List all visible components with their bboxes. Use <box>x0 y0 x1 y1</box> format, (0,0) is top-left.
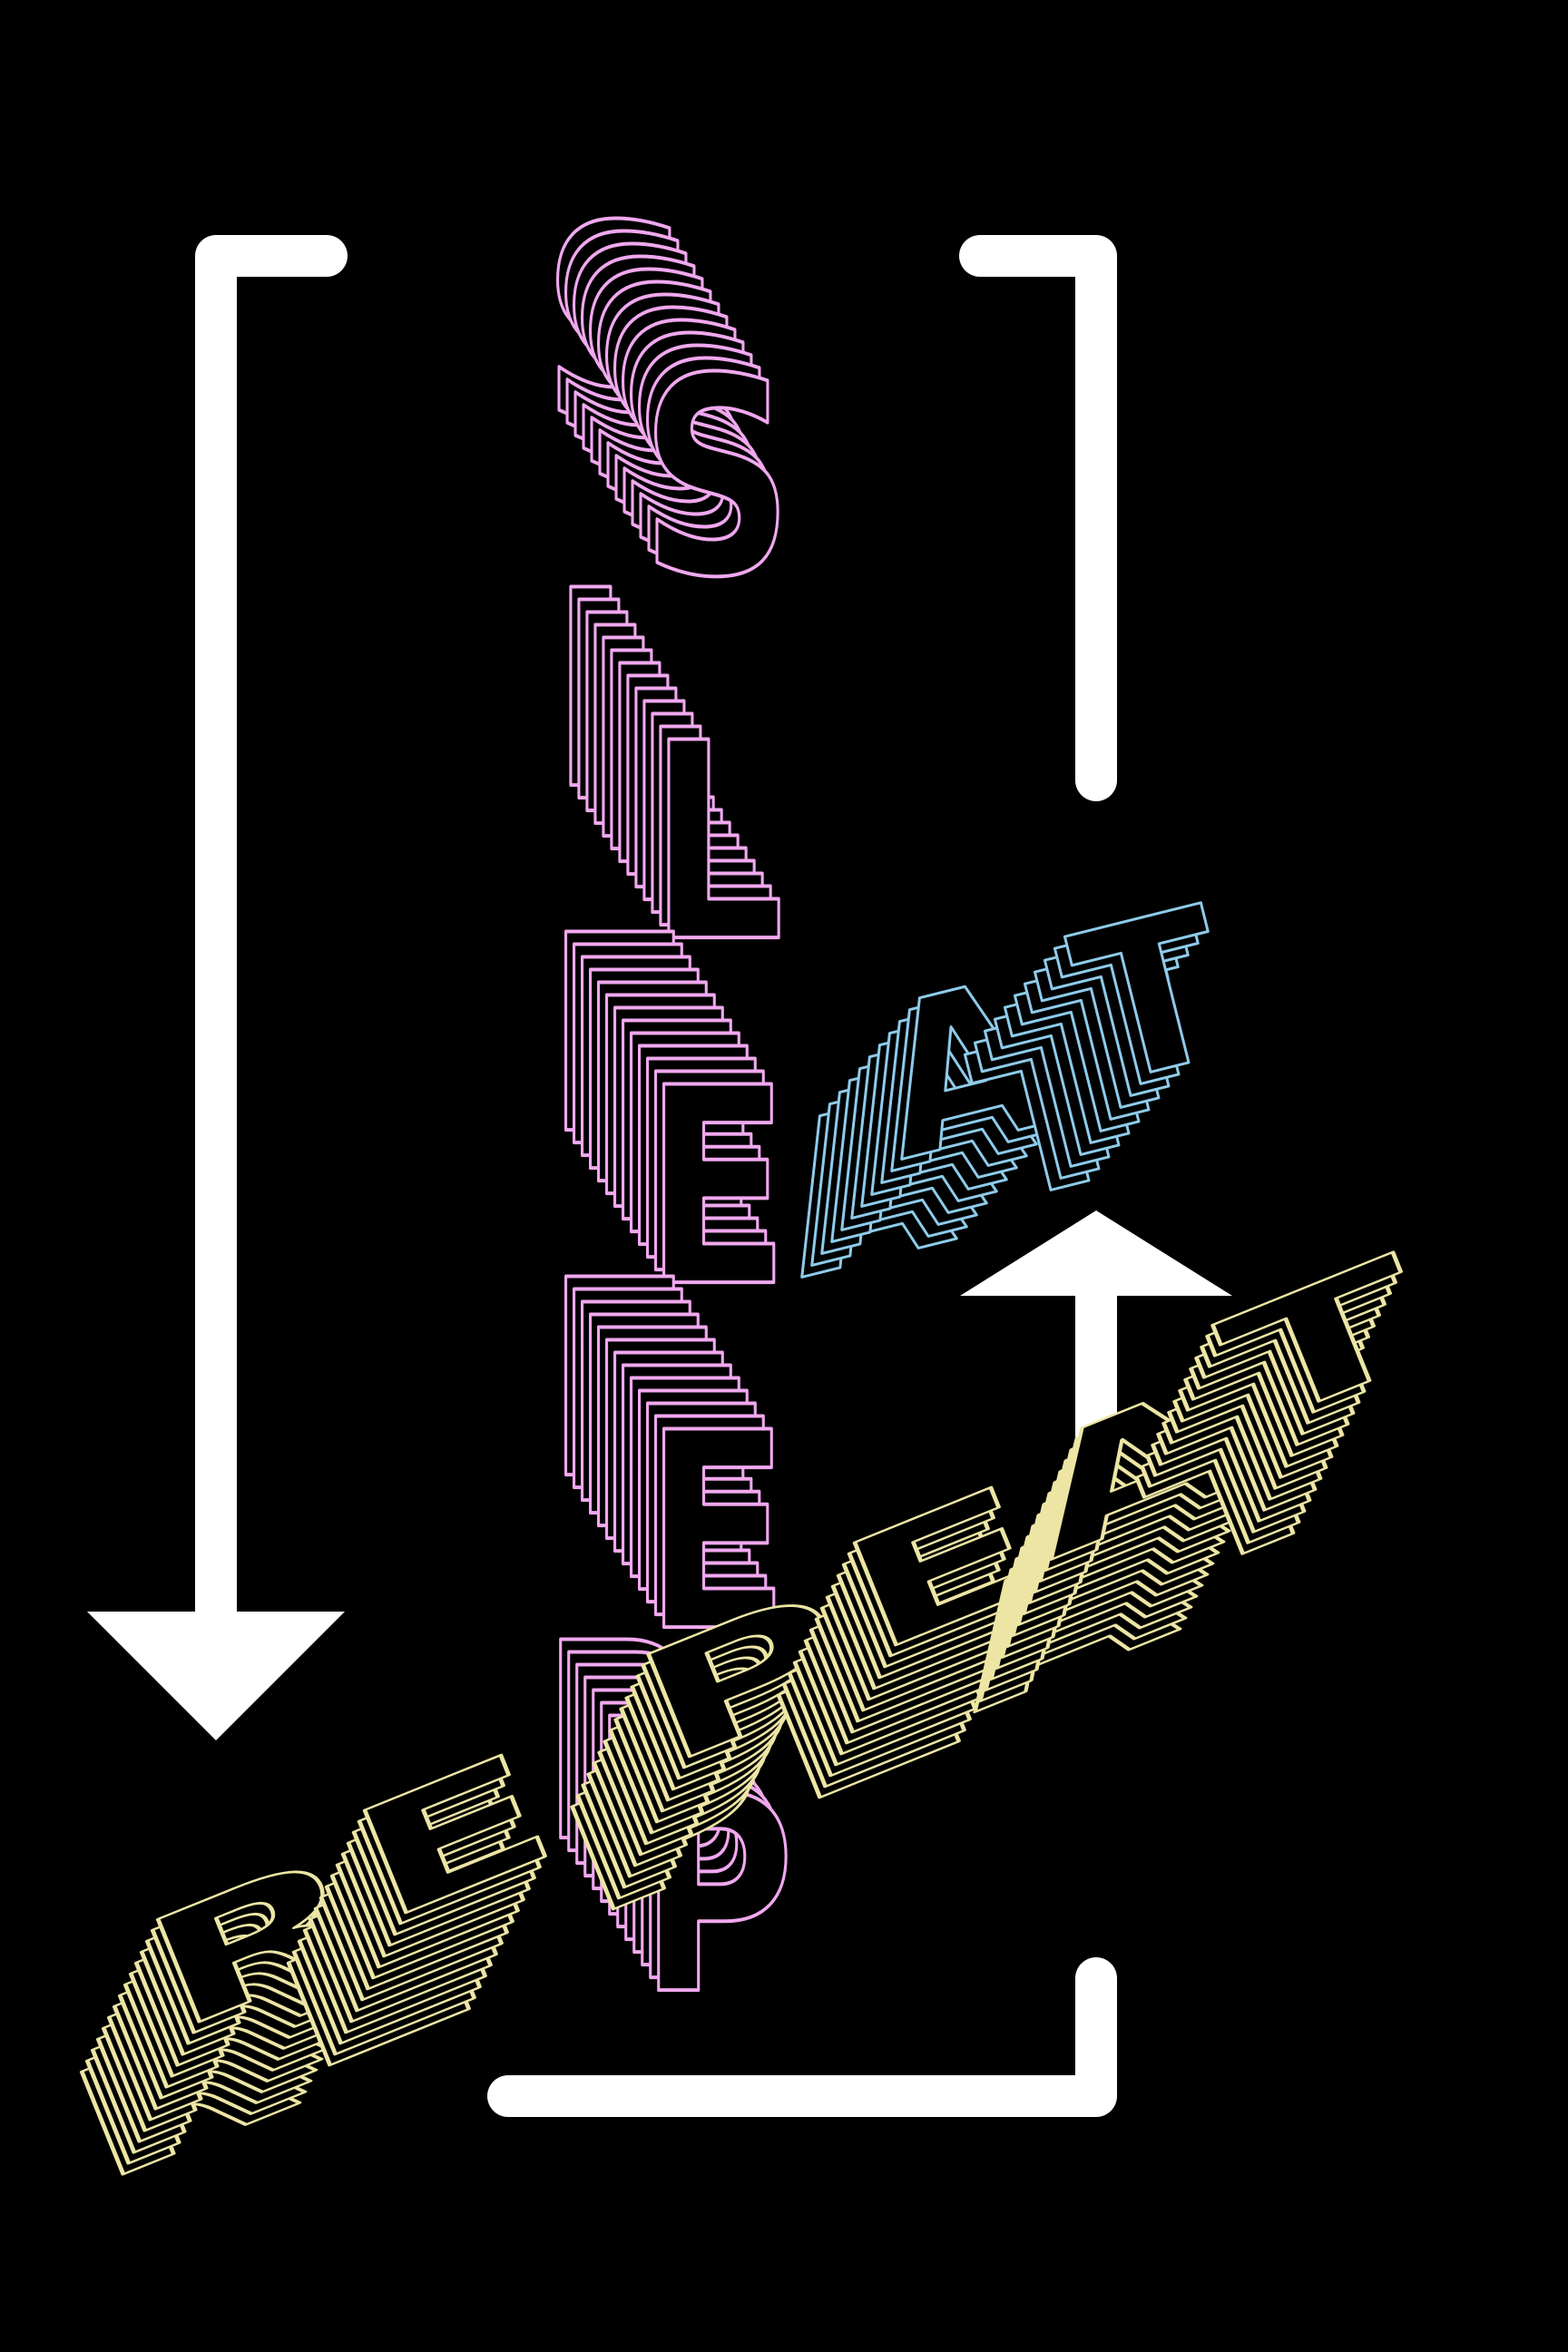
arrow-down-icon <box>87 1612 345 1740</box>
sleep-letter-5-layer-7: P <box>582 1649 738 1965</box>
sleep-letter-1-layer-9: S <box>567 206 720 523</box>
sleep-letter-1-layer-7: S <box>583 231 737 548</box>
sleep-letter-2-layer-1: L <box>641 672 776 989</box>
sleep-letter-5-layer-5: P <box>598 1674 754 1991</box>
sleep-letter-3-layer-5: E <box>603 966 749 1283</box>
sleep-letter-5-layer-2: P <box>622 1712 779 2029</box>
word-sleep: SSSSSSSSSSSSSLLLLLLLLLLLLLEEEEEEEEEEEEEE… <box>539 167 796 2057</box>
sleep-letter-3-layer-4: E <box>612 979 757 1296</box>
sleep-letter-1-layer-1: S <box>632 308 786 624</box>
sleep-letter-1-layer-2: S <box>624 295 778 612</box>
sleep-letter-2-layer-5: L <box>608 622 743 938</box>
sleep-letter-3-layer-3: E <box>620 992 765 1308</box>
sleep-letter-5-layer-11: P <box>549 1598 705 1915</box>
sleep-letter-5-layer-9: P <box>565 1623 721 1940</box>
sleep-letter-2-layer-11: L <box>559 545 694 862</box>
sleep-letter-1-layer-3: S <box>616 282 769 599</box>
word-repeat: RRRRRRRRRRRRRRREEEEEEEEEEEEEEEPPPPPPPPPP… <box>44 1222 1451 2220</box>
sleep-letter-1-layer-4: S <box>608 270 761 586</box>
sleep-letter-1-layer-12: S <box>543 168 696 485</box>
sleep-letter-4-layer-9: E <box>571 1260 716 1577</box>
sleep-letter-1-layer-10: S <box>559 193 712 510</box>
sleep-letter-2-layer-7: L <box>592 596 727 913</box>
sleep-letter-4-layer-5: E <box>603 1311 749 1628</box>
sleep-letter-2-layer-9: L <box>575 571 710 887</box>
cycle-frame <box>195 235 1117 2117</box>
sleep-letter-5-layer-6: P <box>590 1661 746 1978</box>
sleep-letter-2-face: L <box>649 685 784 1002</box>
sleep-letter-4-layer-1: E <box>636 1362 781 1679</box>
sleep-letter-4-layer-10: E <box>563 1248 708 1564</box>
sleep-letter-2-layer-3: L <box>624 647 760 964</box>
sleep-letter-4-layer-11: E <box>554 1235 700 1552</box>
sleep-letter-5-layer-10: P <box>557 1611 713 1927</box>
sleep-letter-5-layer-3: P <box>614 1700 770 2016</box>
sleep-letter-4-face: E <box>644 1375 789 1691</box>
sleep-letter-2-layer-8: L <box>583 583 719 900</box>
frame-bottom-segment <box>487 1957 1117 2117</box>
sleep-letter-1-layer-6: S <box>592 244 745 561</box>
sleep-letter-5-face: P <box>639 1738 795 2054</box>
sleep-letter-4-layer-6: E <box>595 1298 740 1615</box>
sleep-letter-3-layer-2: E <box>628 1004 773 1321</box>
sleep-letter-1-face: S <box>641 320 794 637</box>
arrow-up-icon <box>960 1210 1232 1296</box>
sleep-letter-3-layer-9: E <box>571 916 716 1232</box>
sleep-letter-1-layer-11: S <box>551 181 704 497</box>
sleep-letter-2-layer-12: L <box>551 533 686 849</box>
sleep-letter-4-layer-12: E <box>546 1222 691 1539</box>
sleep-letter-2-layer-10: L <box>567 558 702 875</box>
frame-right-upper-segment <box>959 235 1117 801</box>
sleep-letter-4-layer-8: E <box>579 1273 724 1590</box>
eat-letter-2-layer-3: T <box>1024 898 1221 1168</box>
sleep-letter-5-layer-12: P <box>541 1585 697 1902</box>
sleep-letter-3-layer-12: E <box>546 877 691 1194</box>
sleep-letter-4-layer-7: E <box>587 1286 732 1602</box>
sleep-letter-5-layer-4: P <box>606 1687 762 2004</box>
sleep-letter-5-layer-1: P <box>631 1725 787 2042</box>
sleep-letter-3-layer-8: E <box>579 928 724 1245</box>
sleep-letter-2-layer-6: L <box>600 609 735 926</box>
sleep-letter-4-layer-4: E <box>612 1324 757 1641</box>
sleep-letter-3-layer-1: E <box>636 1017 781 1334</box>
sleep-letter-3-layer-10: E <box>563 903 708 1220</box>
sleep-letter-3-face: E <box>644 1030 789 1347</box>
sleep-letter-2-layer-2: L <box>632 660 768 976</box>
sleep-letter-4-layer-2: E <box>628 1349 773 1666</box>
sleep-letter-2-layer-4: L <box>616 634 751 951</box>
sleep-letter-3-layer-6: E <box>595 954 740 1270</box>
sleep-letter-3-layer-11: E <box>554 890 700 1207</box>
sleep-letter-1-layer-8: S <box>575 219 729 535</box>
sleep-letter-1-layer-5: S <box>600 257 753 573</box>
sleep-letter-4-layer-3: E <box>620 1337 765 1653</box>
frame-top-left-segment <box>195 235 348 1651</box>
sleep-letter-3-layer-7: E <box>587 941 732 1258</box>
sleep-letter-5-layer-8: P <box>573 1636 730 1953</box>
